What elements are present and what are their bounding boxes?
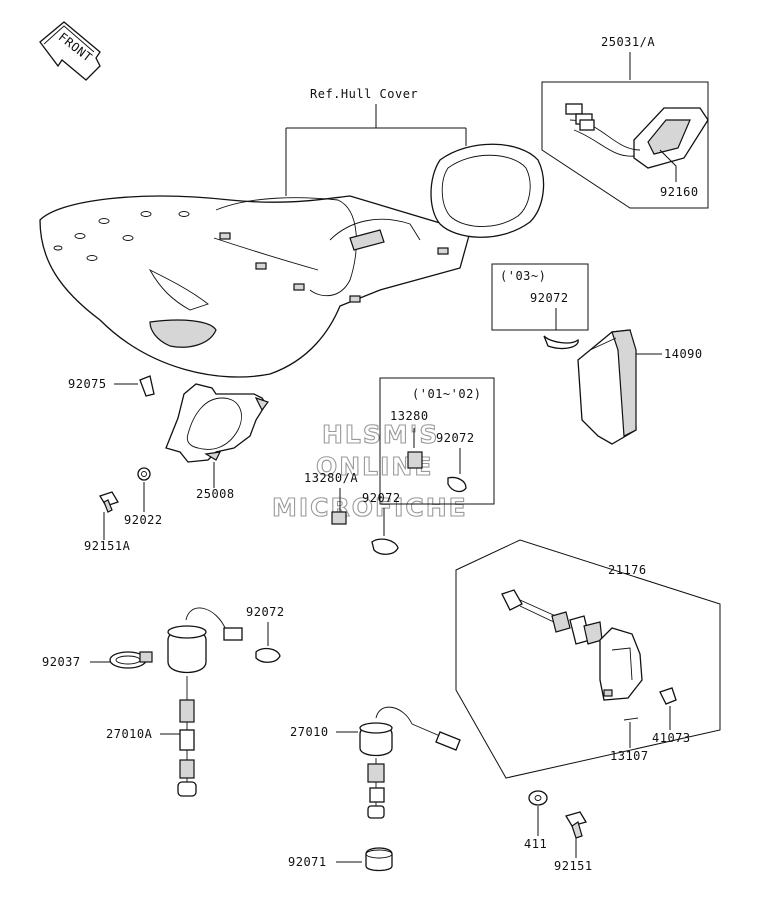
- pad-13280: [407, 451, 423, 469]
- front-arrow-icon: FRONT: [39, 21, 101, 81]
- clip-41073: [659, 687, 677, 705]
- label-92022: 92022: [124, 513, 163, 527]
- bracket-25008-part: [165, 383, 269, 463]
- label-21176: 21176: [608, 563, 647, 577]
- clamp-92072-b: [447, 476, 467, 493]
- washer-411: [528, 790, 548, 806]
- label-92037: 92037: [42, 655, 81, 669]
- label-92072-b: 92072: [436, 431, 475, 445]
- label-14090: 14090: [664, 347, 703, 361]
- cover-14090-part: [577, 329, 637, 445]
- pad-92075: [139, 375, 155, 397]
- label-13280: 13280: [390, 409, 429, 423]
- label-yr-03: ('03~): [500, 269, 546, 283]
- hull-holes: [53, 211, 190, 261]
- sensor-21176-part: [501, 589, 643, 701]
- bolt-92151: [565, 811, 587, 839]
- label-yr-01-02: ('01~'02): [412, 387, 482, 401]
- hose-clamp-92037: [109, 651, 153, 669]
- label-92075: 92075: [68, 377, 107, 391]
- label-13107: 13107: [610, 749, 649, 763]
- label-27010: 27010: [290, 725, 329, 739]
- label-92151: 92151: [554, 859, 593, 873]
- label-25008: 25008: [196, 487, 235, 501]
- pad-13280a: [331, 511, 347, 525]
- clamp-92072-d: [255, 647, 281, 663]
- grommet-92071: [365, 847, 393, 872]
- clamp-92072-c: [371, 538, 399, 555]
- meter-assy-part: [565, 103, 709, 169]
- label-25031a: 25031/A: [601, 35, 655, 49]
- label-27010a: 27010A: [106, 727, 153, 741]
- label-92151a: 92151A: [84, 539, 131, 553]
- washer-92022: [137, 467, 151, 481]
- label-92072-a: 92072: [530, 291, 569, 305]
- label-92160: 92160: [660, 185, 699, 199]
- hull-cover-part: [39, 195, 471, 378]
- fuel-sender-27010: [359, 706, 461, 819]
- label-92072-d: 92072: [246, 605, 285, 619]
- label-92071: 92071: [288, 855, 327, 869]
- label-92072-c: 92072: [362, 491, 401, 505]
- fuel-sender-27010a: [167, 607, 243, 797]
- watermark-line-1: HLSM'S: [322, 420, 439, 449]
- meter-bezel-part: [430, 143, 545, 238]
- label-13280a: 13280/A: [304, 471, 358, 485]
- watermark-line-3: MICROFICHE: [272, 493, 468, 522]
- label-411: 411: [524, 837, 547, 851]
- bolt-92151a: [99, 491, 119, 513]
- clamp-92072-a: [543, 335, 579, 350]
- label-ref-hull-cover: Ref.Hull Cover: [310, 87, 418, 101]
- label-41073: 41073: [652, 731, 691, 745]
